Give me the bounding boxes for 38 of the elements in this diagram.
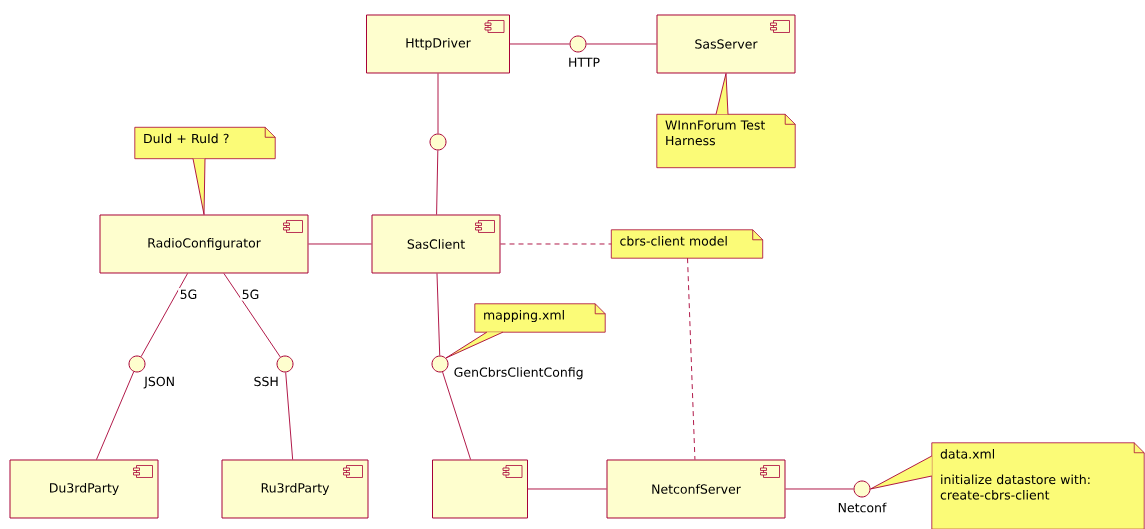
note: DuId + RuId ? bbox=[134, 126, 276, 160]
connector-line bbox=[500, 243, 612, 245]
connector-line bbox=[96, 371, 135, 460]
connector-line bbox=[527, 488, 607, 490]
interface-label: JSON bbox=[143, 376, 174, 389]
component-box: SasServer bbox=[656, 14, 796, 74]
component-box: Ru3rdParty bbox=[221, 459, 369, 519]
interface-label: Netconf bbox=[838, 502, 887, 513]
component-box: NetconfServer bbox=[606, 459, 786, 519]
note: cbrs-client model bbox=[610, 229, 764, 259]
connector-line bbox=[223, 273, 281, 358]
interface-circle bbox=[429, 133, 447, 151]
connector-line bbox=[436, 273, 441, 356]
note: data.xml initialize datastore with: create-cbrs-client bbox=[931, 442, 1145, 529]
connector-line bbox=[785, 488, 854, 490]
component-box: SasClient bbox=[371, 214, 501, 274]
connector-line bbox=[687, 257, 696, 460]
interface-label: GenCbrsClientConfig bbox=[454, 367, 583, 380]
component-box: Du3rdParty bbox=[9, 459, 159, 519]
interface-label: SSH bbox=[254, 376, 278, 387]
connector-line bbox=[308, 243, 372, 245]
note-pointer bbox=[715, 73, 729, 115]
component-box: RadioConfigurator bbox=[99, 214, 309, 274]
connector-line bbox=[442, 371, 471, 460]
interface-label: HTTP bbox=[569, 57, 600, 67]
connector-line bbox=[437, 73, 439, 134]
edge-label: 5G bbox=[178, 288, 199, 301]
note-pointer bbox=[445, 331, 504, 359]
connector-line bbox=[436, 150, 439, 215]
note-pointer bbox=[870, 455, 933, 490]
edge-label: 5G bbox=[240, 288, 261, 301]
connector-line bbox=[509, 43, 570, 45]
note: WInnForum Test Harness bbox=[656, 113, 796, 169]
connector-line bbox=[285, 372, 294, 460]
component-box bbox=[432, 459, 528, 519]
component-box: HttpDriver bbox=[366, 14, 510, 74]
connector-line bbox=[140, 273, 188, 357]
connector-line bbox=[586, 43, 657, 45]
